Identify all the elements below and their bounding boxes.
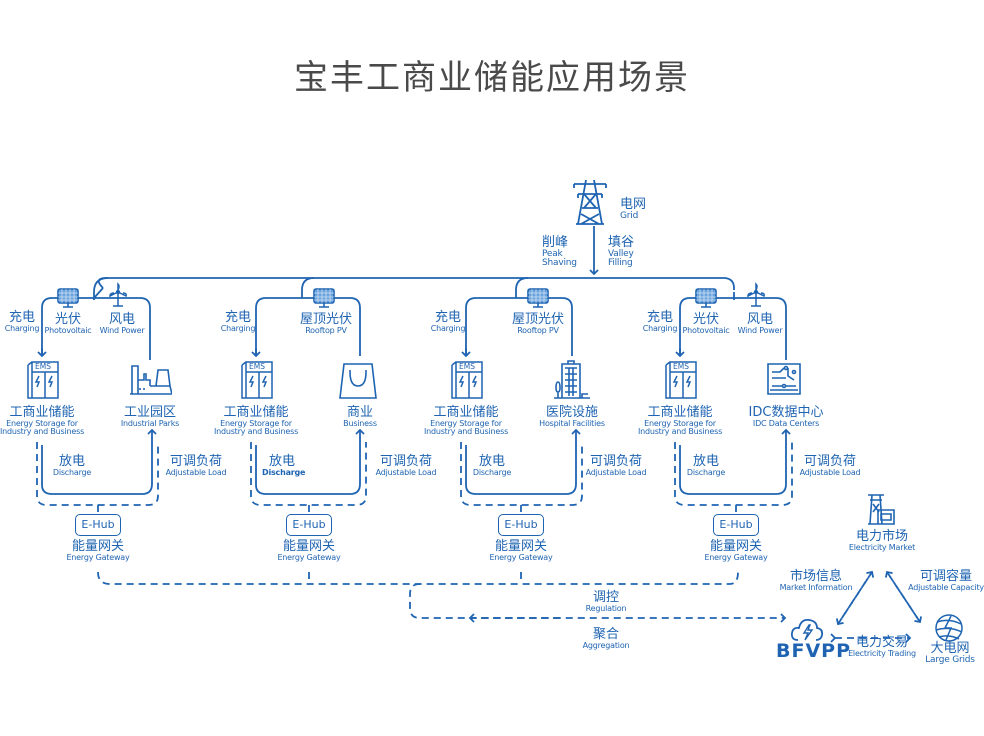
regulation-label: 调控 Regulation	[585, 590, 627, 613]
aggregation-label: 聚合 Aggregation	[582, 627, 630, 650]
charging-label: 充电 Charging	[220, 310, 256, 333]
load-label: 医院设施 Hospital Facilities	[539, 405, 605, 428]
e-hub-button[interactable]: E-Hub	[286, 514, 332, 536]
solar-panel-icon	[527, 288, 549, 308]
ems-cabinet-icon: EMS	[240, 360, 274, 400]
discharge-label: 放电 Discharge	[52, 454, 92, 477]
globe-lightning-icon	[935, 614, 963, 642]
market-info-line	[835, 571, 873, 626]
g2-charge-line	[255, 297, 361, 356]
large-grids-label: 大电网 Large Grids	[925, 641, 975, 665]
main-bus-line	[97, 277, 735, 290]
grid-label: 电网 Grid	[620, 197, 647, 221]
ems-text: EMS	[35, 362, 51, 371]
g2-discharge-line	[255, 428, 365, 495]
wind-turbine-icon	[109, 282, 127, 307]
ems-cabinet-icon: EMS	[450, 360, 484, 400]
solar-panel-icon	[57, 288, 79, 308]
storage-label: 工商业储能 Energy Storage for Industry and Bu…	[0, 405, 85, 437]
ems-text: EMS	[249, 362, 265, 371]
g4-charge-line	[679, 297, 787, 360]
hospital-building-icon	[554, 360, 590, 399]
e-hub-button[interactable]: E-Hub	[713, 514, 759, 536]
load-label: 工业园区 Industrial Parks	[120, 405, 180, 428]
discharge-label: 放电 Discharge	[472, 454, 512, 477]
peak-shaving-label: 削峰 Peak Shaving	[542, 235, 577, 269]
bfvpp-label: BFVPP	[776, 640, 852, 662]
transmission-tower-icon	[573, 179, 607, 225]
ems-cabinet-icon: EMS	[26, 360, 60, 400]
valley-filling-label: 填谷 Valley Filling	[608, 235, 635, 269]
market-info-label: 市场信息 Market Information	[779, 569, 853, 592]
ems-text: EMS	[459, 362, 475, 371]
adjustable-capacity-label: 可调容量 Adjustable Capacity	[908, 569, 984, 592]
aggregation-bus	[97, 571, 739, 585]
discharge-label: 放电 Discharge	[262, 454, 306, 477]
load-label: IDC数据中心 IDC Data Centers	[748, 405, 824, 428]
cloud-lightning-icon	[790, 619, 824, 641]
solar-panel-icon	[313, 288, 335, 308]
ems-text: EMS	[673, 362, 689, 371]
solar-panel-icon	[695, 288, 717, 308]
page-title: 宝丰工商业储能应用场景	[294, 58, 690, 98]
g3-dashed-frame	[460, 442, 583, 506]
wind-turbine-icon	[747, 282, 765, 307]
e-hub-button[interactable]: E-Hub	[75, 514, 121, 536]
load-label: 商业 Business	[343, 405, 377, 428]
charging-label: 充电 Charging	[642, 310, 678, 333]
energy-gateway-label: 能量网关 Energy Gateway	[489, 539, 553, 562]
g4-discharge-line	[679, 428, 791, 495]
g1-charge-line	[41, 297, 151, 360]
source-label: 风电 Wind Power	[99, 312, 145, 335]
charging-label: 充电 Charging	[430, 310, 466, 333]
shopping-bag-icon	[339, 363, 377, 399]
g1-dashed-frame	[36, 442, 159, 506]
source-label: 屋顶光伏 Rooftop PV	[511, 312, 564, 335]
storage-label: 工商业储能 Energy Storage for Industry and Bu…	[423, 405, 509, 437]
e-hub-button[interactable]: E-Hub	[498, 514, 544, 536]
circuit-board-icon	[767, 363, 801, 395]
ems-cabinet-icon: EMS	[664, 360, 698, 400]
electricity-trading-label: 电力交易 Electricity Trading	[848, 635, 916, 658]
charging-label: 充电 Charging	[4, 310, 40, 333]
energy-gateway-label: 能量网关 Energy Gateway	[277, 539, 341, 562]
factory-icon	[130, 365, 172, 395]
electricity-market-label: 电力市场 Electricity Market	[848, 529, 916, 552]
adjustable-load-label: 可调负荷 Adjustable Load	[375, 454, 437, 477]
energy-gateway-label: 能量网关 Energy Gateway	[704, 539, 768, 562]
market-tower-icon	[868, 494, 895, 525]
source-label: 屋顶光伏 Rooftop PV	[299, 312, 352, 335]
g3-discharge-line	[465, 428, 581, 495]
adjustable-load-label: 可调负荷 Adjustable Load	[165, 454, 227, 477]
storage-label: 工商业储能 Energy Storage for Industry and Bu…	[637, 405, 723, 437]
source-label: 光伏 Photovoltaic	[44, 312, 92, 335]
g1-discharge-line	[41, 428, 157, 495]
adjustable-load-label: 可调负荷 Adjustable Load	[585, 454, 647, 477]
regulation-loop	[409, 583, 787, 623]
source-label: 风电 Wind Power	[737, 312, 783, 335]
discharge-label: 放电 Discharge	[686, 454, 726, 477]
g3-charge-line	[465, 297, 573, 356]
adjustable-load-label: 可调负荷 Adjustable Load	[799, 454, 861, 477]
energy-gateway-label: 能量网关 Energy Gateway	[66, 539, 130, 562]
source-label: 光伏 Photovoltaic	[682, 312, 730, 335]
storage-label: 工商业储能 Energy Storage for Industry and Bu…	[213, 405, 299, 437]
